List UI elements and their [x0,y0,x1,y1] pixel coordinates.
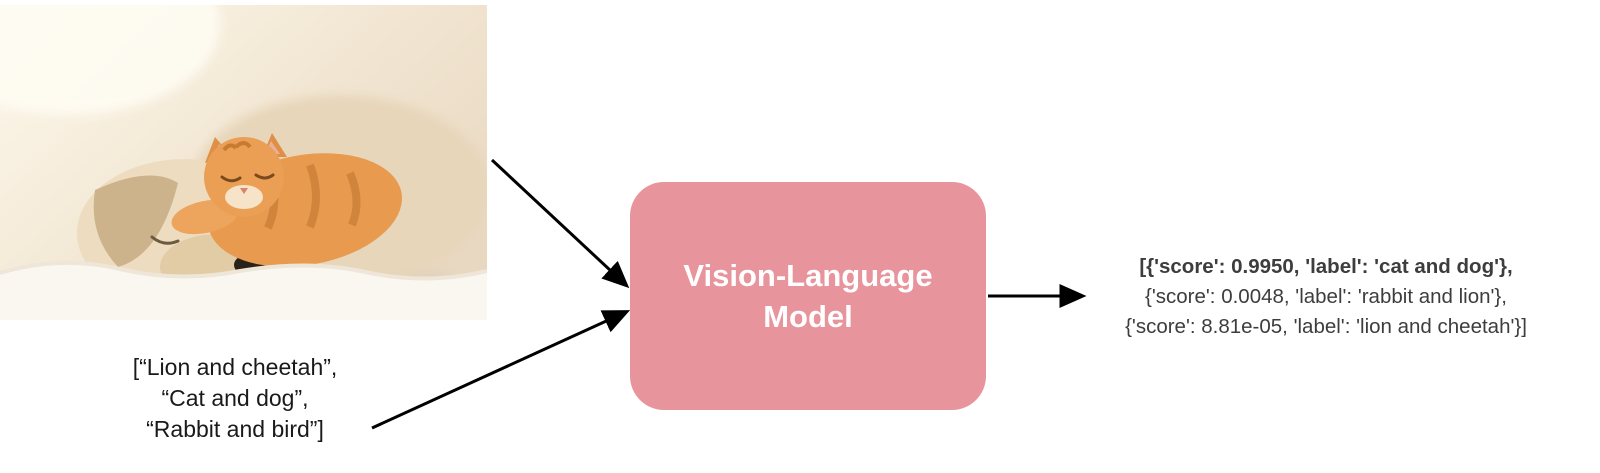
arrow-labels-to-model [371,310,631,430]
kitten-figure [171,133,402,267]
model-label-line-2: Model [763,299,853,334]
candidate-label-line-3: “Rabbit and bird”] [146,416,324,442]
input-image [0,5,487,320]
model-output: [{'score': 0.9950, 'label': 'cat and dog… [1076,252,1576,342]
model-label: Vision-Language Model [683,255,932,337]
output-line-1: [{'score': 0.9950, 'label': 'cat and dog… [1139,255,1513,278]
model-label-line-1: Vision-Language [683,258,933,293]
candidate-labels: [“Lion and cheetah”, “Cat and dog”, “Rab… [85,352,385,445]
output-line-3: {'score': 8.81e-05, 'label': 'lion and c… [1125,315,1527,338]
blanket [0,262,487,320]
arrow-image-to-model [490,158,630,289]
candidate-label-line-2: “Cat and dog”, [161,385,309,411]
output-line-2: {'score': 0.0048, 'label': 'rabbit and l… [1145,285,1507,308]
model-box: Vision-Language Model [630,182,986,410]
puppy-kitten-illustration [0,5,487,320]
candidate-label-line-1: [“Lion and cheetah”, [132,354,338,380]
